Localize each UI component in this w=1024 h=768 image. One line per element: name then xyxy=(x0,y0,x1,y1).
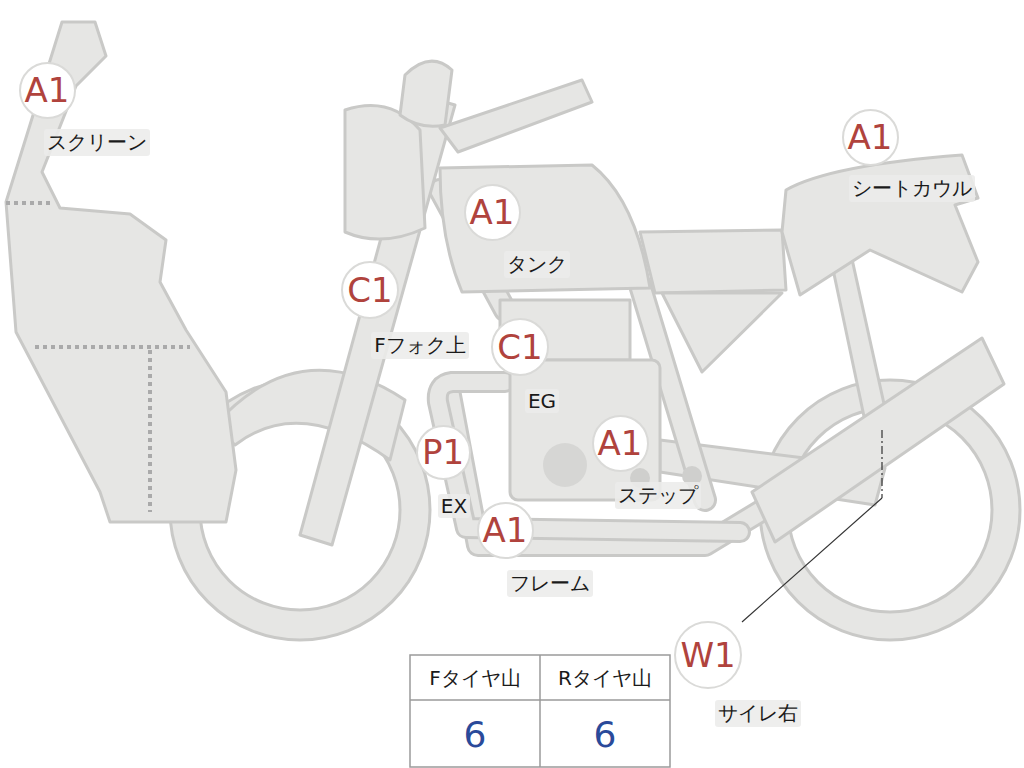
handlebar xyxy=(440,80,592,152)
part-name: スクリーン xyxy=(44,129,150,156)
damage-callout: A1タンク xyxy=(464,184,521,241)
seat xyxy=(640,230,786,293)
leader-line xyxy=(742,498,882,622)
damage-code: A1 xyxy=(594,417,647,470)
table-header: Fタイヤ山 xyxy=(429,665,521,692)
damage-code: W1 xyxy=(676,623,740,687)
part-name: サイレ右 xyxy=(715,700,801,727)
damage-callout: C1Fフォク上 xyxy=(341,261,399,319)
damage-code: A1 xyxy=(479,504,532,557)
engine-cover xyxy=(543,443,587,487)
damage-callout: A1フレーム xyxy=(477,502,534,559)
damage-code: A1 xyxy=(21,64,74,117)
damage-code: A1 xyxy=(844,111,897,164)
damage-callout: A1シートカウル xyxy=(842,109,899,166)
headlight xyxy=(345,106,425,240)
damage-code: A1 xyxy=(466,186,519,239)
fairing-seam xyxy=(35,345,190,349)
damage-callout: A1ステップ xyxy=(592,415,649,472)
fairing-seam xyxy=(6,201,50,205)
part-name: タンク xyxy=(504,251,570,278)
part-name: EG xyxy=(525,389,559,413)
damage-code: C1 xyxy=(493,320,547,374)
tire-tread-value: 6 xyxy=(594,714,617,755)
tank xyxy=(440,165,650,292)
fairing-seam xyxy=(148,350,152,512)
part-name: シートカウル xyxy=(849,175,975,202)
muffler xyxy=(752,338,1004,542)
part-name: ステップ xyxy=(615,482,701,509)
damage-callout: P1EX xyxy=(416,425,471,480)
table-grid xyxy=(410,655,670,767)
damage-code: C1 xyxy=(343,263,397,317)
tire-tread-value: 6 xyxy=(464,714,487,755)
seat-cowl xyxy=(782,155,978,295)
leader-line xyxy=(881,430,882,498)
part-name: EX xyxy=(438,494,470,518)
front-fairing xyxy=(6,22,236,522)
damage-callout: W1サイレ右 xyxy=(674,621,742,689)
table-header: Rタイヤ山 xyxy=(558,665,652,692)
damage-callout: A1スクリーン xyxy=(19,62,76,119)
tire-table xyxy=(410,655,670,767)
damage-code: P1 xyxy=(418,427,469,478)
side-cover xyxy=(662,293,782,372)
part-name: フレーム xyxy=(507,570,593,597)
part-name: Fフォク上 xyxy=(371,332,469,359)
mirror xyxy=(400,61,452,126)
damage-callout: C1EG xyxy=(491,318,549,376)
engine-case xyxy=(510,360,660,500)
